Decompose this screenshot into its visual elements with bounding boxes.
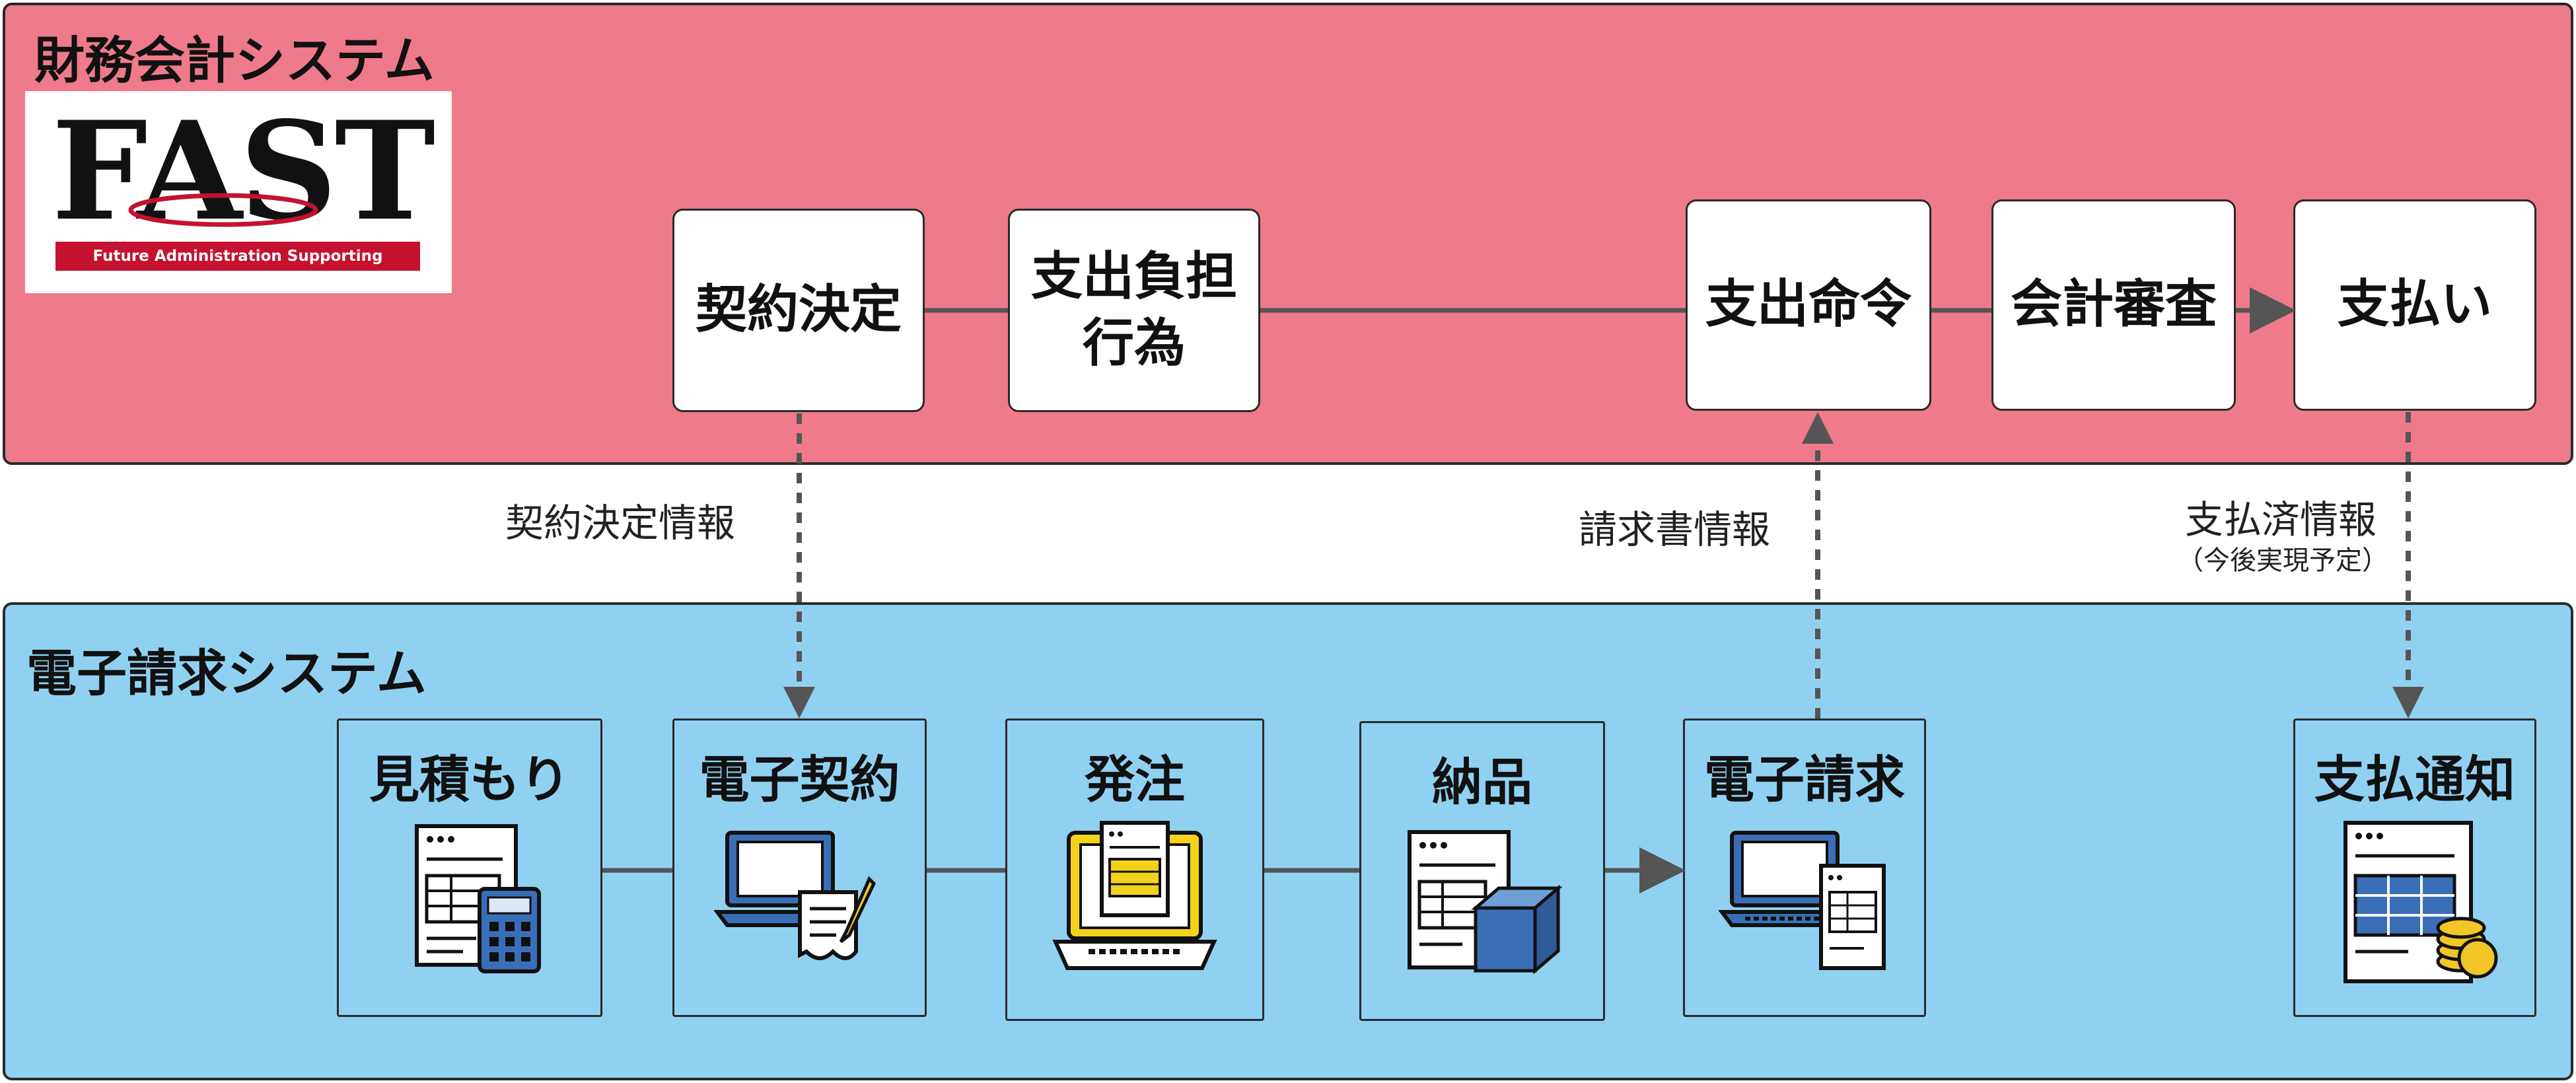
flow-label-payment-info: 支払済情報: [2185, 497, 2377, 542]
step-accounting-audit[interactable]: 会計審査: [1991, 199, 2236, 411]
document-coins-icon: [2343, 821, 2498, 983]
calculator-document-icon: [415, 824, 541, 973]
flow-label-invoice-info: 請求書情報: [1579, 507, 1771, 552]
financial-system-title: 財務会計システム: [34, 31, 435, 90]
card-estimate-label: 見積もり: [369, 750, 570, 809]
card-delivery-label: 納品: [1432, 753, 1532, 812]
logo-swoosh-icon: [128, 193, 318, 227]
step-contract-decision[interactable]: 契約決定: [672, 209, 925, 412]
card-e-invoice-label: 電子請求: [1704, 750, 1905, 809]
flow-label-contract-info: 契約決定情報: [505, 501, 736, 545]
card-delivery[interactable]: 納品: [1359, 721, 1605, 1021]
laptop-contract-icon: [713, 831, 876, 960]
card-payment-notice-label: 支払通知: [2314, 750, 2515, 809]
card-e-contract[interactable]: 電子契約: [672, 718, 927, 1017]
logo-tagline: Future Administration Supporting Technol…: [55, 242, 420, 294]
flow-note-future: （今後実現予定）: [2177, 545, 2388, 576]
laptop-order-icon: [1052, 821, 1217, 970]
card-estimate[interactable]: 見積もり: [337, 718, 602, 1017]
card-payment-notice[interactable]: 支払通知: [2293, 718, 2536, 1017]
step-payment[interactable]: 支払い: [2293, 199, 2536, 411]
card-e-contract-label: 電子契約: [699, 750, 900, 809]
logo-word: FAST: [52, 92, 435, 251]
card-order-label: 発注: [1085, 750, 1185, 809]
document-box-icon: [1408, 830, 1563, 975]
card-order[interactable]: 発注: [1005, 718, 1264, 1021]
fast-logo: FAST Future Administration Supporting Te…: [25, 91, 452, 294]
card-e-invoice[interactable]: 電子請求: [1683, 718, 1926, 1017]
step-expenditure-commitment[interactable]: 支出負担 行為: [1008, 209, 1260, 412]
step-payment-order[interactable]: 支出命令: [1686, 199, 1931, 411]
e-invoice-system-title: 電子請求システム: [26, 644, 427, 703]
laptop-invoice-icon: [1719, 831, 1886, 970]
